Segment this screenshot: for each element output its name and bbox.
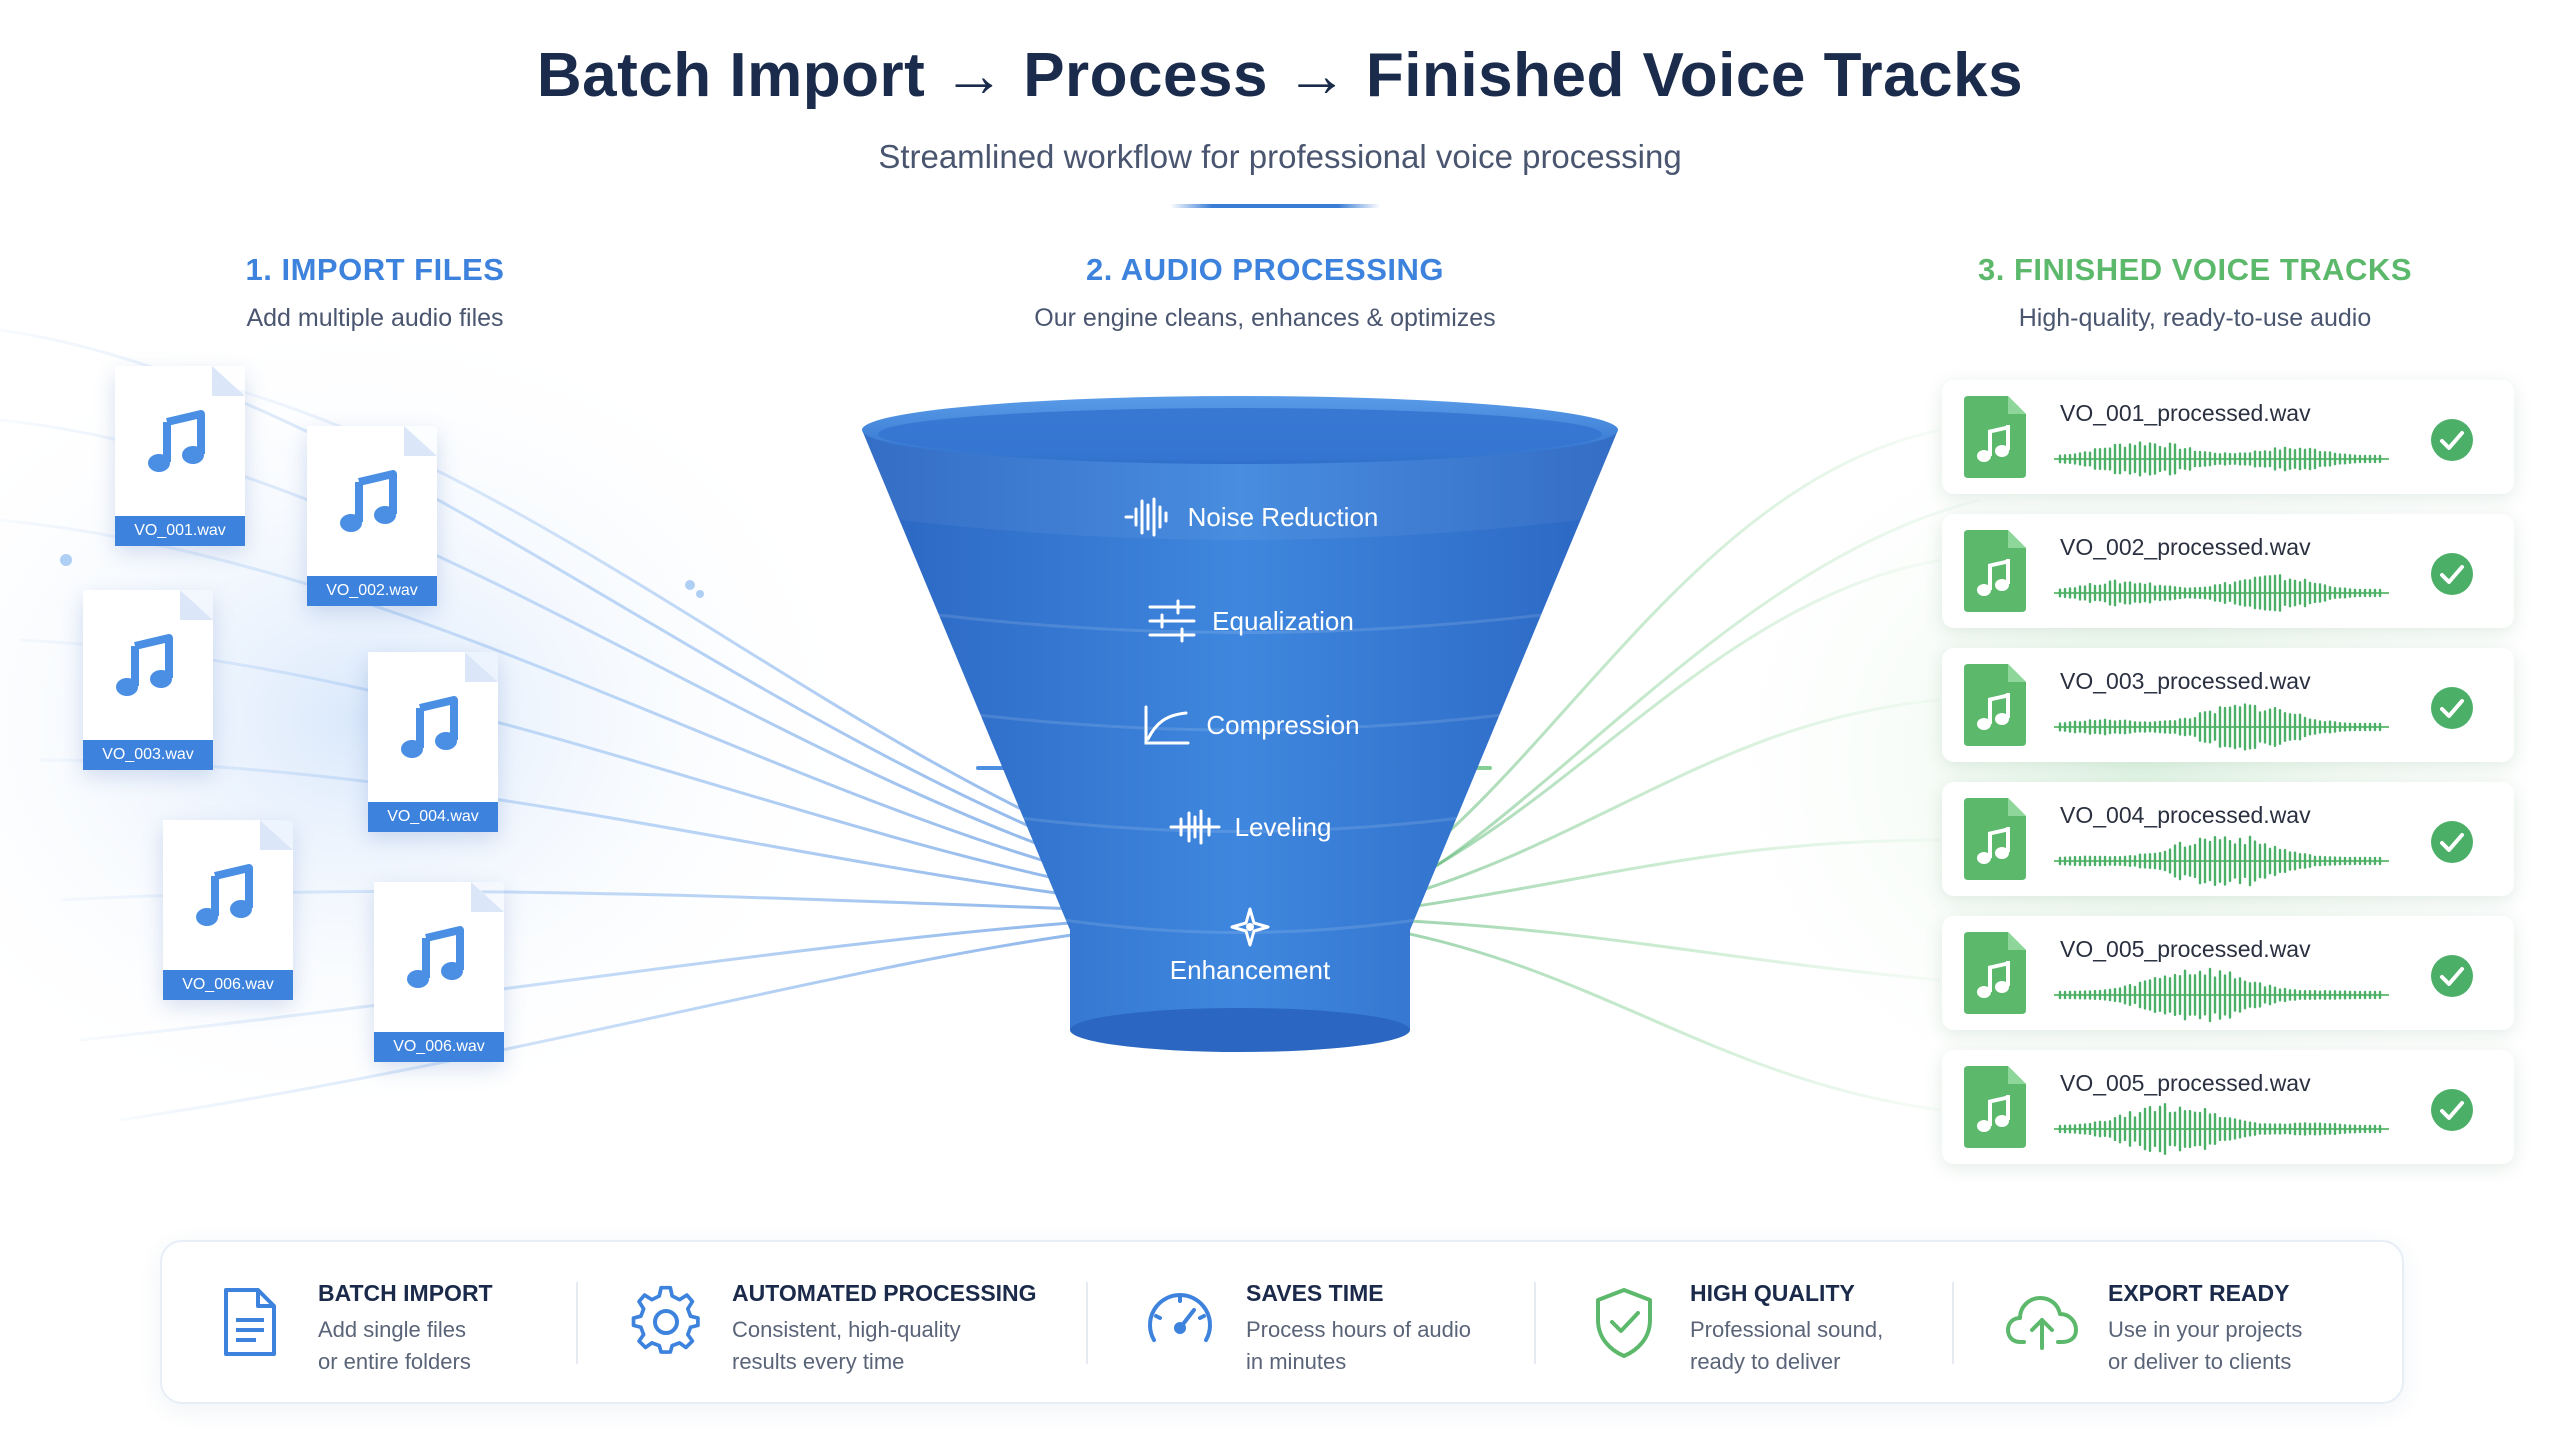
import-section-header: 1. IMPORT FILES Add multiple audio files [0,252,775,333]
input-file[interactable]: VO_001.wav [115,366,245,546]
speedometer-icon [1148,1293,1212,1342]
output-track[interactable]: VO_005_processed.wav [1942,1050,2514,1164]
processing-step-label: Leveling [1234,811,1332,842]
output-track[interactable]: VO_005_processed.wav [1942,916,2514,1030]
check-circle-icon [2431,419,2473,461]
feature-divider [576,1282,578,1364]
feature-divider [1534,1282,1536,1364]
output-track[interactable]: VO_003_processed.wav [1942,648,2514,762]
processing-section-title: 2. AUDIO PROCESSING [1085,252,1445,287]
page-subtitle: Streamlined workflow for professional vo… [878,138,1682,175]
feature-divider [1086,1282,1088,1364]
input-file-label: VO_001.wav [115,516,245,546]
feature-title: HIGH QUALITY [1690,1280,1855,1306]
audio-file-icon [1964,530,2026,612]
input-file-label: VO_006.wav [374,1032,504,1062]
music-note-icon [116,634,173,696]
processing-step-label: Compression [1206,709,1360,740]
waveform-graphic [2054,835,2389,887]
waveform-graphic [2054,574,2389,612]
cloud-upload-icon [2006,1296,2078,1350]
music-note-icon [148,410,205,472]
output-track-name: VO_004_processed.wav [2060,802,2311,828]
output-track-name: VO_005_processed.wav [2060,936,2311,962]
equalizer-sliders-icon [1148,599,1196,643]
audio-file-icon [1964,664,2026,746]
audio-file-icon [1964,798,2026,880]
audio-file-icon [1964,932,2026,1014]
processing-step: Equalization [1000,596,1500,646]
import-section-title: 1. IMPORT FILES [245,252,505,287]
audio-file-icon [1964,1066,2026,1148]
processing-step: Noise Reduction [1000,492,1500,542]
page-title: Batch Import → Process → Finished Voice … [536,41,2024,110]
output-track-name: VO_003_processed.wav [2060,668,2311,694]
processing-step-label: Equalization [1212,605,1354,636]
input-file-label: VO_006.wav [163,970,293,1000]
output-track-name: VO_002_processed.wav [2060,534,2311,560]
processing-section-subtitle: Our engine cleans, enhances & optimizes [1034,304,1496,332]
input-file[interactable]: VO_006.wav [374,882,504,1062]
document-icon [224,1288,276,1356]
processing-step: Enhancement [1000,890,1500,1000]
waveform-graphic [2054,967,2389,1023]
compression-curve-icon [1144,705,1190,745]
output-track-name: VO_005_processed.wav [2060,1070,2311,1096]
finished-section-title: 3. FINISHED VOICE TRACKS [1978,252,2412,287]
feature-title: SAVES TIME [1246,1280,1384,1306]
output-track[interactable]: VO_004_processed.wav [1942,782,2514,896]
title-underline [1170,204,1380,208]
waveform-graphic [2054,1103,2389,1155]
waveform-graphic [2054,441,2389,477]
sparkle-icon [1230,907,1270,946]
gear-icon [631,1285,700,1354]
output-track[interactable]: VO_001_processed.wav [1942,380,2514,494]
processing-section-header: 2. AUDIO PROCESSING Our engine cleans, e… [865,252,1665,333]
finished-section-subtitle: High-quality, ready-to-use audio [2018,304,2372,332]
feature-title: BATCH IMPORT [318,1280,493,1306]
import-section-subtitle: Add multiple audio files [246,304,504,332]
input-file[interactable]: VO_006.wav [163,820,293,1000]
check-circle-icon [2431,1089,2473,1131]
output-track-name: VO_001_processed.wav [2060,400,2311,426]
feature-divider [1952,1282,1954,1364]
check-circle-icon [2431,553,2473,595]
input-file[interactable]: VO_003.wav [83,590,213,770]
feature-title: AUTOMATED PROCESSING [732,1280,1037,1306]
leveling-wave-icon [1169,809,1221,845]
finished-section-header: 3. FINISHED VOICE TRACKS High-quality, r… [1795,252,2560,333]
audio-file-icon [1964,396,2026,478]
processing-step: Leveling [1000,802,1500,852]
music-note-icon [196,864,253,926]
check-circle-icon [2431,687,2473,729]
processing-funnel [862,396,1618,1052]
feature-title: EXPORT READY [2108,1280,2290,1306]
input-file-label: VO_004.wav [368,802,498,832]
output-track[interactable]: VO_002_processed.wav [1942,514,2514,628]
processing-step: Compression [1000,700,1500,750]
processing-step-label: Enhancement [1169,954,1331,985]
check-circle-icon [2431,821,2473,863]
input-file[interactable]: VO_002.wav [307,426,437,606]
input-file[interactable]: VO_004.wav [368,652,498,832]
processing-step-label: Noise Reduction [1187,501,1379,532]
music-note-icon [401,696,458,758]
waveform-graphic [2054,703,2389,751]
input-file-label: VO_002.wav [307,576,437,606]
feature-description: Professional sound,ready to deliver [1690,1317,1884,1374]
waveform-icon [1124,497,1168,537]
music-note-icon [407,926,464,988]
music-note-icon [340,470,397,532]
input-file-label: VO_003.wav [83,740,213,770]
check-circle-icon [2431,955,2473,997]
shield-check-icon [1596,1288,1652,1358]
